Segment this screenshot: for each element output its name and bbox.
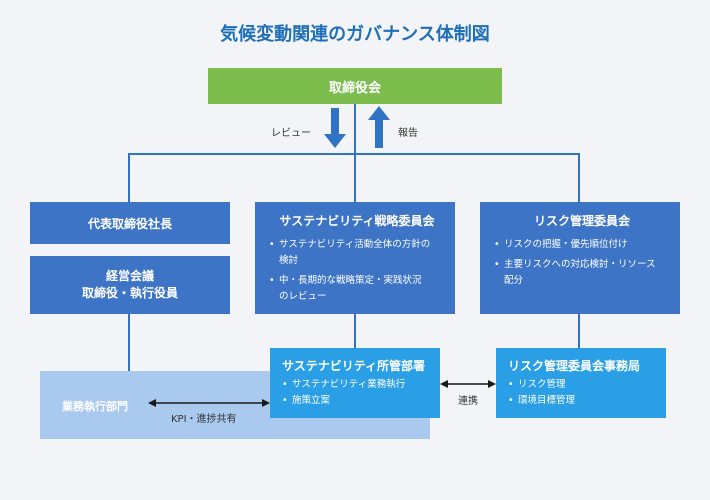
risk-committee-title: リスク管理委員会 [533, 214, 630, 228]
execution-department-label: 業務執行部門 [62, 400, 128, 413]
list-item: 主要リスクへの対応検討・リソース 配分 [494, 257, 670, 289]
list-item: 施策立案 [282, 393, 432, 409]
management-members-label: 取締役・執行役員 [81, 286, 178, 300]
risk-committee-to-office-line [578, 314, 580, 348]
ceo-label: 代表取締役社長 [87, 216, 172, 231]
risk-committee-box: リスク管理委員会 リスクの把握・優先順位付け 主要リスクへの対応検討・リソース … [480, 202, 680, 314]
ceo-box: 代表取締役社長 [30, 202, 230, 244]
link-double-arrow-icon [440, 380, 496, 388]
sustainability-committee-title: サステナビリティ戦略委員会 [279, 214, 435, 228]
board-of-directors-box: 取締役会 [208, 68, 502, 104]
kpi-label: KPI・進捗共有 [171, 414, 237, 425]
management-meeting-box: 経営会議 取締役・執行役員 [30, 256, 230, 314]
list-item: 環境目標管理 [508, 393, 658, 409]
branch-line [128, 153, 580, 155]
risk-office-title: リスク管理委員会事務局 [508, 359, 641, 373]
list-item: サステナビリティ活動全体の方針の 検討 [269, 237, 445, 269]
sustainability-committee-box: サステナビリティ戦略委員会 サステナビリティ活動全体の方針の 検討 中・長期的な… [255, 202, 455, 314]
link-label: 連携 [458, 396, 478, 407]
committee-to-dept-line [354, 314, 356, 348]
management-to-execution-line [128, 314, 130, 371]
risk-office-list: リスク管理 環境目標管理 [508, 377, 658, 409]
management-meeting-label: 経営会議 [105, 269, 154, 283]
list-item: リスク管理 [508, 377, 658, 393]
review-report-arrows [324, 106, 390, 148]
review-label: レビュー [271, 128, 311, 139]
down-arrow-icon [324, 108, 346, 148]
sustainability-department-list: サステナビリティ業務執行 施策立案 [282, 377, 432, 409]
sustainability-committee-list: サステナビリティ活動全体の方針の 検討 中・長期的な戦略策定・実践状況 のレビュ… [269, 237, 445, 305]
left-branch-line [128, 153, 130, 202]
list-item: リスクの把握・優先順位付け [494, 237, 670, 253]
sustainability-department-box: サステナビリティ所管部署 サステナビリティ業務執行 施策立案 [270, 348, 440, 418]
kpi-double-arrow-icon [148, 399, 270, 407]
risk-office-box: リスク管理委員会事務局 リスク管理 環境目標管理 [496, 348, 666, 418]
risk-committee-list: リスクの把握・優先順位付け 主要リスクへの対応検討・リソース 配分 [494, 237, 670, 289]
list-item: 中・長期的な戦略策定・実践状況 のレビュー [269, 273, 445, 305]
up-arrow-icon [368, 106, 390, 148]
sustainability-department-title: サステナビリティ所管部署 [282, 359, 426, 373]
diagram-title: 気候変動関連のガバナンス体制図 [220, 24, 490, 45]
report-label: 報告 [398, 128, 418, 139]
board-label: 取締役会 [328, 80, 381, 96]
list-item: サステナビリティ業務執行 [282, 377, 432, 393]
right-branch-line [578, 153, 580, 202]
